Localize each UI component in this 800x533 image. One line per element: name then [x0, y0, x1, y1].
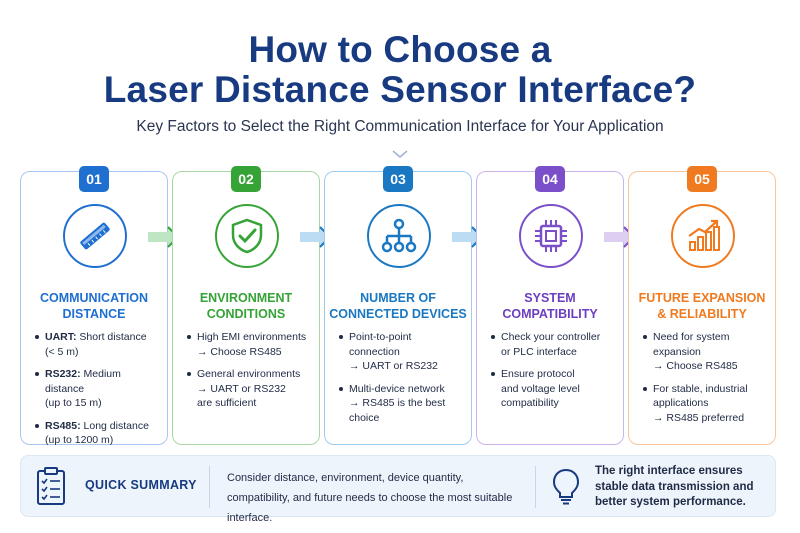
- divider: [535, 466, 536, 508]
- shield-check-icon: [215, 204, 279, 268]
- list-item: UART: Short distance (< 5 m): [35, 330, 161, 359]
- quick-summary-label: QUICK SUMMARY: [85, 478, 197, 492]
- card-bullets: Check your controller or PLC interface E…: [491, 330, 617, 419]
- step-badge: 01: [79, 166, 109, 192]
- step-badge: 02: [231, 166, 261, 192]
- list-item: Need for system expansion → Choose RS485: [643, 330, 769, 374]
- factor-card-environment-conditions: 02 Environment Conditions High EMI envir…: [172, 166, 320, 445]
- card-bullets: High EMI environments → Choose RS485 Gen…: [187, 330, 313, 419]
- factor-card-connected-devices: 03 Number of Connected Devices Point-to-…: [324, 166, 472, 445]
- divider: [209, 466, 210, 508]
- card-bullets: UART: Short distance (< 5 m) RS232: Medi…: [35, 330, 161, 456]
- card-bullets: Need for system expansion → Choose RS485…: [643, 330, 769, 433]
- quick-summary-panel: QUICK SUMMARY Consider distance, environ…: [20, 455, 776, 524]
- card-title: Number of Connected Devices: [329, 291, 467, 321]
- list-item: Check your controller or PLC interface: [491, 330, 617, 359]
- card-title: Environment Conditions: [199, 291, 293, 321]
- lightbulb-icon: [552, 468, 580, 505]
- factor-card-system-compatibility: 04 System Compatibility Check your contr…: [476, 166, 624, 445]
- list-item: For stable, industrial applications → RS…: [643, 382, 769, 426]
- growth-chart-icon: [671, 204, 735, 268]
- title-line-1: How to Choose a: [248, 29, 552, 70]
- list-item: Point-to-point connection → UART or RS23…: [339, 330, 465, 374]
- quick-summary-text: Consider distance, environment, device q…: [227, 472, 513, 524]
- chip-icon: [519, 204, 583, 268]
- title-line-2: Laser Distance Sensor Interface?: [103, 69, 697, 110]
- step-badge: 05: [687, 166, 717, 192]
- list-item: High EMI environments → Choose RS485: [187, 330, 313, 359]
- card-title: System Compatibility: [502, 291, 598, 321]
- list-item: Ensure protocol and voltage level compat…: [491, 367, 617, 411]
- page-title: How to Choose a Laser Distance Sensor In…: [0, 30, 800, 110]
- chevron-down-icon: [392, 150, 408, 158]
- list-item: RS232: Medium distance (up to 15 m): [35, 367, 161, 411]
- card-title: Future Expansion & Reliability: [638, 291, 766, 321]
- list-item: Multi-device network → RS485 is the best…: [339, 382, 465, 426]
- list-item: RS485: Long distance (up to 1200 m): [35, 419, 161, 448]
- laser-sensor-icon: [63, 204, 127, 268]
- factor-card-future-expansion: 05 Future Expansion & Reliability Need f…: [628, 166, 776, 445]
- factor-card-communication-distance: 01 Communication Distance UART: Short di…: [20, 166, 168, 446]
- card-bullets: Point-to-point connection → UART or RS23…: [339, 330, 465, 433]
- subtitle: Key Factors to Select the Right Communic…: [136, 118, 664, 135]
- clipboard-checklist-icon: [37, 467, 65, 505]
- step-badge: 04: [535, 166, 565, 192]
- card-title: Communication Distance: [39, 291, 149, 321]
- quick-summary-conclusion: The right interface ensures stable data …: [595, 465, 754, 508]
- network-hierarchy-icon: [367, 204, 431, 268]
- list-item: General environments → UART or RS232 are…: [187, 367, 313, 411]
- step-badge: 03: [383, 166, 413, 192]
